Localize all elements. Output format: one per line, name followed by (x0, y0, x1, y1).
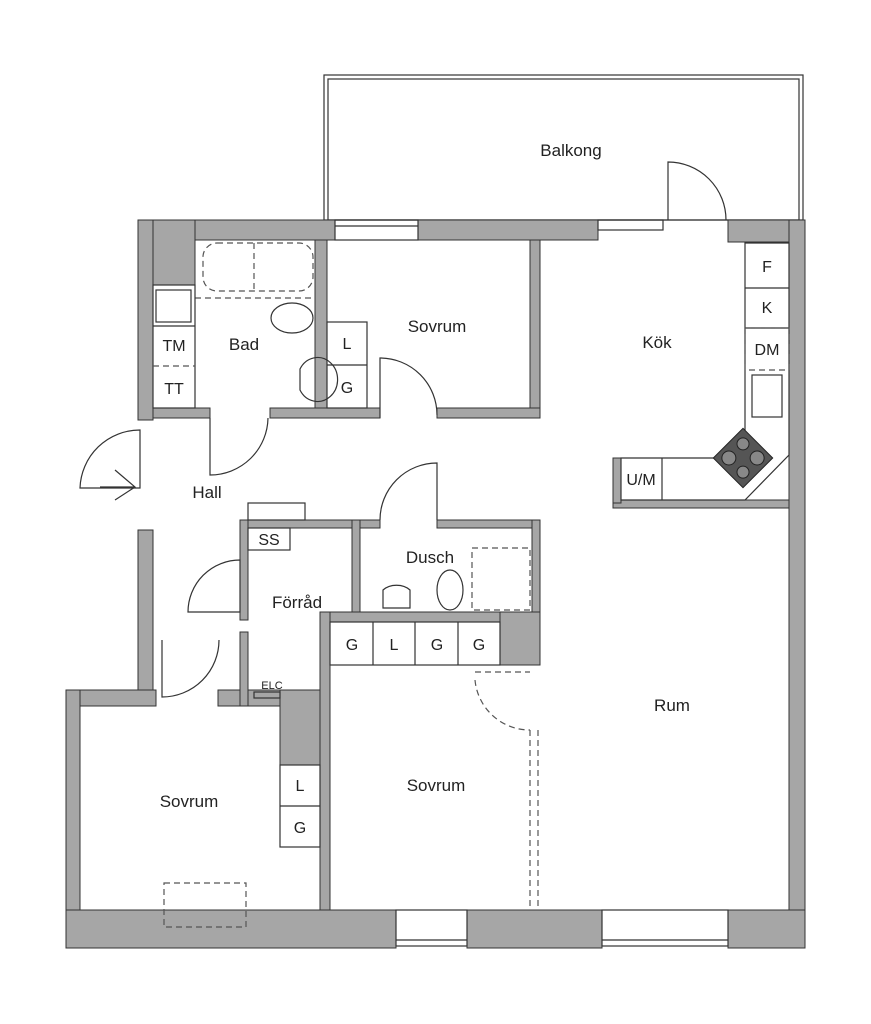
room-forrad: Förråd (272, 593, 322, 612)
room-hall: Hall (192, 483, 221, 502)
label-closet-2: L (390, 637, 399, 654)
label-closet-3: G (431, 637, 443, 654)
label-k: K (762, 300, 773, 317)
label-g-left: G (294, 820, 306, 837)
label-um: U/M (626, 472, 655, 489)
sink-icon (382, 584, 411, 609)
bed-outline (163, 882, 247, 928)
windows (334, 219, 729, 947)
bathroom-fixtures (152, 242, 531, 611)
label-ss: SS (258, 532, 279, 549)
label-tt: TT (164, 381, 184, 398)
room-bad: Bad (229, 335, 259, 354)
toilet-icon (436, 569, 464, 611)
stove-icon (712, 427, 774, 489)
walls (65, 219, 806, 949)
fixture-labels: TM TT L G F K DM U/M SS ELC G L G G L G (162, 259, 779, 837)
wardrobes (163, 321, 501, 928)
label-g: G (341, 380, 353, 397)
label-l: L (343, 336, 352, 353)
label-dm: DM (755, 342, 780, 359)
label-closet-1: G (346, 637, 358, 654)
room-labels: Balkong Bad Sovrum Kök Hall Dusch Förråd… (160, 141, 690, 811)
label-tm: TM (162, 338, 185, 355)
label-l-left: L (296, 778, 305, 795)
doors (79, 161, 727, 910)
label-elc: ELC (261, 680, 282, 692)
room-sovrum-middle: Sovrum (407, 776, 466, 795)
sink-icon (155, 289, 192, 323)
room-dusch: Dusch (406, 548, 454, 567)
label-closet-4: G (473, 637, 485, 654)
sink-icon (299, 356, 339, 403)
kitchen-sink-icon (751, 374, 783, 418)
room-balkong: Balkong (540, 141, 601, 160)
kitchen-counters (620, 242, 790, 501)
room-sovrum-top: Sovrum (408, 317, 467, 336)
room-rum: Rum (654, 696, 690, 715)
room-sovrum-left: Sovrum (160, 792, 219, 811)
label-f: F (762, 259, 772, 276)
room-kok: Kök (642, 333, 672, 352)
toilet-icon (270, 302, 314, 334)
